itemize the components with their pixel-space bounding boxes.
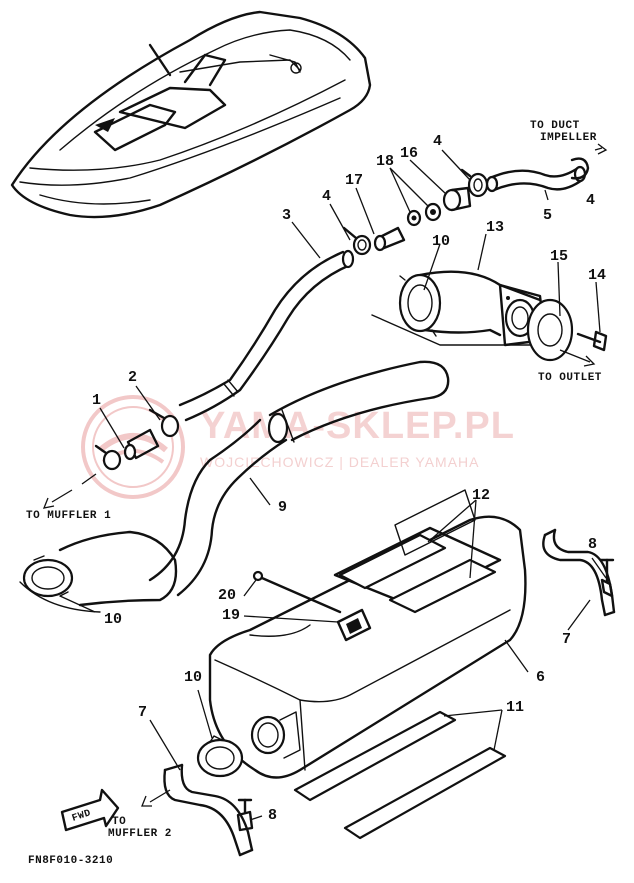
to-muffler-2-arrow — [141, 789, 171, 807]
part-number-9: 9 — [278, 499, 288, 516]
fwd-arrow — [60, 788, 120, 832]
hose-9 — [148, 360, 450, 597]
part-number-13: 13 — [486, 219, 505, 236]
muffler-6 — [208, 489, 527, 779]
part-number-8-right: 8 — [588, 536, 598, 553]
note-to-duct: TO DUCT — [530, 120, 580, 132]
part-number-11: 11 — [506, 699, 525, 716]
watermark-sub: WOJCIECHOWICZ | DEALER YAMAHA — [200, 454, 480, 470]
watercraft-illustration — [10, 10, 372, 219]
hose-5 — [485, 143, 608, 193]
part-number-5: 5 — [543, 207, 553, 224]
note-to-outlet: TO OUTLET — [538, 372, 602, 384]
part-number-19: 19 — [222, 607, 241, 624]
band-7-left — [163, 735, 254, 857]
note-muffler-2: MUFFLER 2 — [108, 828, 172, 840]
part-number-1: 1 — [92, 392, 102, 409]
part-number-20: 20 — [218, 587, 237, 604]
leader-lines — [59, 149, 607, 821]
clamp-2-and-nipple-1 — [42, 408, 180, 509]
part-number-18: 18 — [376, 153, 395, 170]
fittings-16-18-17 — [342, 186, 472, 256]
pads-11 — [293, 710, 507, 840]
rod-20 — [252, 570, 342, 614]
note-to-muffler-1: TO MUFFLER 1 — [26, 510, 112, 522]
elbow-13-assembly — [371, 270, 608, 367]
band-7-right — [542, 528, 616, 617]
note-impeller: IMPELLER — [540, 132, 597, 144]
diagram-code: FN8F010-3210 — [28, 855, 114, 867]
part-number-4-mid: 4 — [433, 133, 443, 150]
part-number-2: 2 — [128, 369, 138, 386]
part-number-17: 17 — [345, 172, 364, 189]
part-number-14: 14 — [588, 267, 607, 284]
part-number-7-right: 7 — [562, 631, 572, 648]
part-number-6: 6 — [536, 669, 546, 686]
pipe-and-clamp-10-left — [19, 530, 178, 613]
part-number-8-left: 8 — [268, 807, 278, 824]
part-number-10-lower: 10 — [184, 669, 203, 686]
part-number-10-left: 10 — [104, 611, 123, 628]
part-number-3: 3 — [282, 207, 292, 224]
part-number-7-left: 7 — [138, 704, 148, 721]
part-number-15: 15 — [550, 248, 569, 265]
part-number-4-right: 4 — [586, 192, 596, 209]
note-to: TO — [112, 816, 127, 828]
part-number-16: 16 — [400, 145, 419, 162]
hose-3 — [178, 249, 355, 422]
clamp-4-upper — [460, 168, 489, 198]
part-number-4-left: 4 — [322, 188, 332, 205]
part-number-10-upper: 10 — [432, 233, 451, 250]
part-number-12: 12 — [472, 487, 491, 504]
